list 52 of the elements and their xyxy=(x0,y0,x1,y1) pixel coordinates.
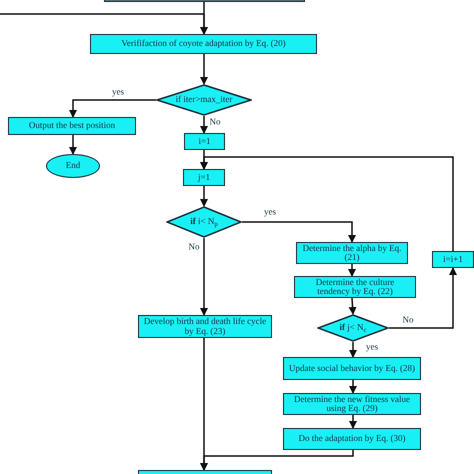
process-box xyxy=(138,315,272,338)
process-box xyxy=(283,428,421,450)
node-text: Do the adaptation by Eq. (30) xyxy=(298,434,406,444)
node-text: End xyxy=(66,161,80,171)
node-text: Determine the alpha by Eq. (21) xyxy=(302,244,402,262)
process-box xyxy=(283,357,421,380)
node-text: j=1 xyxy=(198,172,210,182)
edge-label: No xyxy=(188,242,200,252)
node-text: i=1 xyxy=(198,136,211,146)
arrow xyxy=(389,267,457,329)
arrow xyxy=(349,415,357,429)
arrow xyxy=(200,156,454,251)
node-text: Output the best position xyxy=(28,121,116,131)
arrow xyxy=(200,186,208,207)
arrow xyxy=(348,264,356,277)
process-box xyxy=(432,251,474,268)
decision-diamond xyxy=(156,84,252,116)
arrow xyxy=(349,342,357,358)
edge-label: No xyxy=(208,118,222,126)
node-text: Determine the culture tendency by Eq. (22) xyxy=(314,278,396,296)
terminal-ellipse xyxy=(46,154,100,178)
node-text: if iter>max_iter xyxy=(176,95,232,105)
process-box xyxy=(8,117,136,135)
node-text: Verififaction of coyote adaptation by Eq. (20) xyxy=(121,39,286,49)
edge-label: No xyxy=(402,316,414,324)
process-box xyxy=(184,133,225,150)
arrow xyxy=(69,135,77,155)
node-text: Determine the new fitness value using Eq. (29) xyxy=(293,394,411,414)
process-box xyxy=(283,393,421,415)
arrow xyxy=(348,298,357,315)
process-box xyxy=(294,276,416,298)
edge-label: yes xyxy=(365,342,379,352)
node-text: if i< N$_{p}$ xyxy=(190,217,218,227)
arrow xyxy=(200,116,208,134)
arrow xyxy=(200,238,208,316)
node-text: Develop birth and death life cycle by Eq. (23) xyxy=(143,317,267,336)
arrow xyxy=(69,99,156,118)
edge-label: yes xyxy=(263,208,277,216)
decision-diamond xyxy=(166,206,242,238)
decision-diamond xyxy=(317,314,389,342)
arrow xyxy=(200,54,208,85)
node-text: i=i+1 xyxy=(443,254,463,264)
arrow xyxy=(242,221,356,243)
edge-label: yes xyxy=(111,88,125,96)
process-box xyxy=(90,34,317,54)
node-text: Update social behavior by Eq. (28) xyxy=(289,364,415,374)
arrow xyxy=(0,13,208,35)
arrow xyxy=(200,450,354,471)
node-text: if j< N$_{c}$ xyxy=(339,323,367,333)
process-box xyxy=(183,169,225,186)
process-box xyxy=(296,242,408,264)
arrow xyxy=(349,380,357,394)
